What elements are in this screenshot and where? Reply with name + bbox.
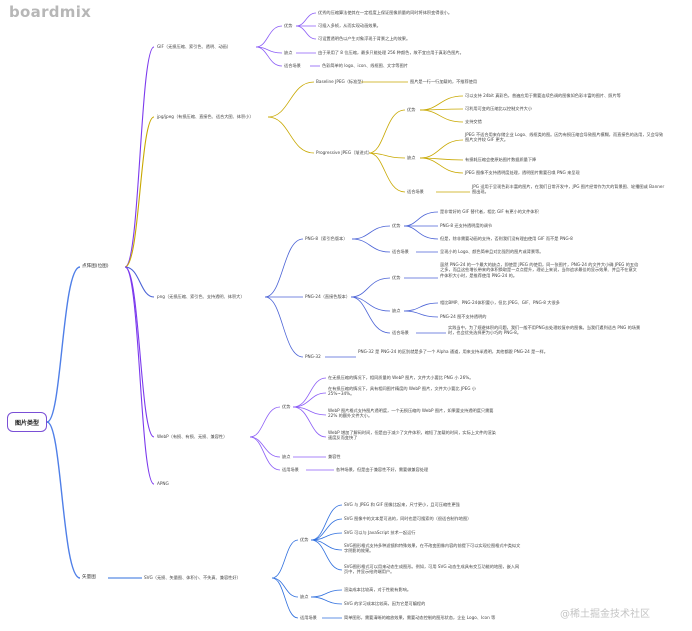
gif-pros-item: 可插入多帧，从而实现动画效果。: [318, 23, 381, 28]
png8-pros-item: 但是，除非需要动画的支持，否则我们没有理由使用 GIF 而不是 PNG-8: [440, 236, 573, 241]
png24-pros: 优势: [392, 275, 401, 280]
node-svg: SVG（无损、矢量图、体积小、不失真、兼容性好）: [144, 575, 241, 580]
png24-scene: 适合场景: [392, 330, 409, 335]
node-apng: APNG: [157, 481, 169, 486]
webp-cons: 缺点: [282, 454, 291, 459]
svg-pros-item: SVG 可以与 JavaScript 技术一起运行: [344, 530, 416, 535]
jpg-baseline: Baseline JPEG（标准型）: [316, 79, 366, 84]
svg-cons-item: 渲染成本比较高，对于性能有影响。: [344, 587, 412, 592]
node-png24: PNG-24（直接色版本）: [305, 294, 351, 299]
svg-pros-item: SVG图形格式支持多种滤镜和特殊效果，在不改变图像内容的前提下可以实现位图格式中…: [344, 543, 521, 554]
svg-cons: 缺点: [300, 594, 309, 599]
webp-scene-text: 各种场景，但是由于兼容性不好，需要做兼容处理: [336, 467, 429, 472]
node-png8: PNG-8（索引色版本）: [305, 236, 348, 241]
svg-cons-item: SVG 的学习成本比较高，因为它是可编程的: [344, 601, 426, 606]
webp-scene: 适用场景: [282, 467, 299, 472]
gif-pros-item: 可设置透明色以产生对象浮现于背景之上的效果。: [318, 36, 411, 41]
watermark: @稀土掘金技术社区: [560, 609, 650, 620]
edge-root-bitmap: [46, 266, 81, 423]
svg-pros-item: SVG 与 JPEG 和 GIF 图像比起来，尺寸更小，且可压缩性更强: [344, 502, 460, 507]
node-jpg: jpg/jpeg（有损压缩、直接色、适合大图、体积小）: [157, 114, 254, 119]
jpg-baseline-text: 图片是一行一行加载的，不推荐使用: [410, 79, 478, 84]
svg-pros-item: SVG 图像中的文本是可选的，同时也是可搜索的（很适合制作地图）: [344, 516, 472, 521]
gif-scene-text: 色彩简单的 logo、icon、线框图、文字等图片: [322, 63, 408, 68]
jpg-pros-item: 可以支持 24bit 真彩色，普遍应用于需要连续色调的图像如色彩丰富的图片、照片…: [465, 93, 621, 98]
jpg-progressive: Progressive JPEG（渐进式）: [316, 150, 373, 155]
gif-scene: 适合场景: [284, 63, 301, 68]
png8-scene-text: 呈现小的 Logo、颜色简单且对比强烈的图片或背景等。: [440, 249, 544, 254]
brand-logo: boardmix: [9, 3, 92, 21]
jpg-pros: 优势: [407, 107, 416, 112]
gif-pros: 优势: [284, 23, 293, 28]
png8-scene: 适合场景: [392, 249, 409, 254]
png24-scene-text: 实践当中，为了规避体积的问题，我们一般不用PNG去处理较复杂的图像。当我们遇到适…: [448, 325, 641, 336]
jpg-scene-text: JPG 适用于呈现色彩丰富的图片，在我们日常开发中，JPG 图片经常作为大的背景…: [472, 184, 665, 195]
jpg-cons-item: JPEG 不适合用来存储企业 Logo、线框类的图。因为有损压缩会导致图片模糊，…: [465, 132, 664, 143]
svg-scene: 适用场景: [300, 615, 317, 620]
svg-pros: 优势: [300, 537, 309, 542]
webp-pros-item: WebP 图片格式支持图片透明度，一个无损压缩的 WebP 图片，如果要支持透明…: [328, 408, 494, 419]
webp-pros-item: WebP 增加了解码时间，但是由于减少了文件体积，缩短了加载的时间，实际上文件的…: [328, 430, 496, 441]
png24-cons: 缺点: [392, 308, 401, 313]
png24-cons-item: PNG-24 图不支持透明的: [440, 314, 487, 319]
png32-text: PNG-32 是 PNG-24 的区别就是多了一个 Alpha 通道，用来支持半…: [358, 349, 548, 354]
png8-pros: 优势: [392, 223, 401, 228]
node-webp: WebP（有损、有损、无损、兼容性）: [157, 434, 228, 439]
jpg-pros-item: 支持交错: [465, 119, 482, 124]
gif-cons: 缺点: [284, 50, 293, 55]
png8-pros-item: PNG-8 还支持透明度的调节: [440, 223, 493, 228]
jpg-scene: 适合场景: [407, 189, 424, 194]
webp-pros: 优势: [282, 404, 291, 409]
root-node: 图片类型: [7, 412, 47, 432]
webp-pros-item: 在有损压缩的情况下，具有相同图片精度的 WebP 图片，文件大小要比 JPEG …: [328, 386, 477, 397]
png24-pros-text: 虽然 PNG-24 的一个最大的缺点，即使是 JPEG 的使用，同一张图片，PN…: [440, 262, 639, 278]
svg-pros-item: SVG图形格式可以用来动态生成图形。例如，可用 SVG 动态生成具有交互功能的地…: [344, 564, 520, 575]
jpg-cons: 缺点: [407, 155, 416, 160]
node-gif: GIF（无损压缩、索引色、透明、动画）: [157, 44, 231, 49]
jpg-pros-item: 可利用可变的压缩比以控制文件大小: [465, 106, 533, 111]
gif-pros-item: 优秀的压缩算法使其在一定程度上保证图像质量的同时将体积变得很小。: [318, 10, 453, 15]
png24-cons-item: 相比BMP、PNG-24体积要小，但比 JPEG、GIF、PNG-8 大很多: [440, 300, 560, 305]
jpg-cons-item: JPEG 图像不支持透明度处理，透明图片需要召唤 PNG 来呈现: [465, 170, 580, 175]
jpg-cons-item: 有损耗压缩会使原始图片数据质量下降: [465, 157, 537, 162]
svg-scene-text: 简单图形，需要清晰的缩放效果，需要动态控制的图形状态，企业 Logo、Icon …: [344, 615, 496, 620]
node-png32: PNG-32: [305, 354, 321, 359]
edge-root-vector: [46, 421, 81, 579]
node-bitmap: 点阵图(位图): [82, 264, 109, 269]
gif-cons-text: 由于采用了 8 位压缩，最多只能处理 256 种颜色，故不宜应用于真彩色图片。: [318, 50, 464, 55]
node-png: png（无损压缩、索引色、支持透明、体积大）: [157, 294, 245, 299]
node-vector: 矢量图: [82, 575, 96, 580]
webp-pros-item: 在无损压缩的情况下，相同质量的 WebP 图片，文件大小要比 PNG 小 26%…: [328, 375, 474, 380]
webp-cons-text: 兼容性: [328, 454, 341, 459]
png8-pros-item: 是非常好的 GIF 替代者，相比 GIF 有更小的文件体积: [440, 209, 539, 214]
